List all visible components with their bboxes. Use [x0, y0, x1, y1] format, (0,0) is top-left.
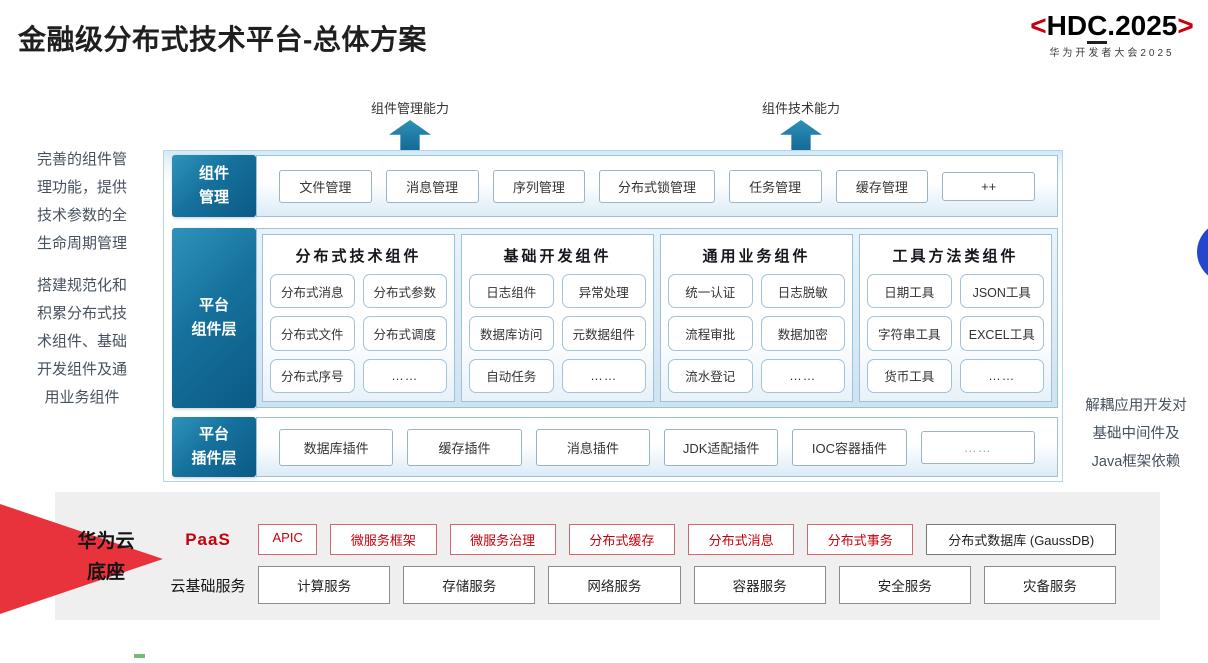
logo-text-pre: HD	[1046, 10, 1088, 41]
logo-left-bracket-icon: <	[1030, 10, 1047, 41]
plugin-box: 数据库插件	[279, 428, 394, 466]
capability-arrow-technology: 组件技术能力	[741, 98, 861, 155]
component-box: JSON工具	[959, 274, 1044, 309]
component-box: 货币工具	[867, 358, 952, 393]
platform-architecture-diagram: 组件 管理 文件管理 消息管理 序列管理 分布式锁管理 任务管理 缓存管理 ++…	[163, 150, 1063, 482]
column-header: 基础开发组件	[503, 248, 612, 265]
foundation-rows: PaaS APIC 微服务框架 微服务治理 分布式缓存 分布式消息 分布式事务 …	[158, 524, 1120, 615]
note-component-layer: 搭建规范化和 积累分布式技 术组件、基础 开发组件及通 用业务组件	[36, 277, 127, 406]
hdc-logo: <HDC.2025> 华为开发者大会2025	[1022, 10, 1202, 59]
blue-circle-decoration	[1197, 219, 1208, 285]
plugin-box: IOC容器插件	[792, 428, 907, 466]
component-box: 分布式锁管理	[599, 169, 715, 203]
row-platform-component-layer: 平台 组件层 分布式技术组件 分布式消息 分布式参数 分布式文件 分布式调度 分…	[172, 228, 1058, 408]
component-box: 数据加密	[760, 316, 845, 351]
component-box: 分布式参数	[362, 274, 447, 309]
note-component-management: 完善的组件管 理功能，提供 技术参数的全 生命周期管理	[36, 151, 127, 252]
foundation-label: 华为云 底座	[77, 531, 135, 583]
component-box: 序列管理	[492, 169, 586, 203]
capability-arrow-management: 组件管理能力	[350, 98, 470, 155]
paas-service-box: 分布式事务	[807, 524, 914, 555]
component-box: 字符串工具	[867, 316, 952, 351]
paas-items: APIC 微服务框架 微服务治理 分布式缓存 分布式消息 分布式事务 分布式数据…	[258, 524, 1116, 555]
column-utility-components: 工具方法类组件 日期工具 JSON工具 字符串工具 EXCEL工具 货币工具 ……	[859, 234, 1052, 402]
column-grid: 统一认证 日志脱敏 流程审批 数据加密 流水登记 ……	[668, 274, 845, 393]
component-box: 任务管理	[728, 169, 822, 203]
row-component-management: 组件 管理 文件管理 消息管理 序列管理 分布式锁管理 任务管理 缓存管理 ++	[172, 155, 1058, 217]
cloud-service-box: 容器服务	[693, 566, 826, 604]
cloud-service-box: 存储服务	[403, 566, 536, 604]
paas-service-box: 微服务框架	[330, 524, 437, 555]
column-distributed-tech-components: 分布式技术组件 分布式消息 分布式参数 分布式文件 分布式调度 分布式序号 ……	[262, 234, 455, 402]
paas-service-box: 分布式消息	[687, 524, 795, 555]
iaas-label: 云基础服务	[170, 577, 246, 595]
cloud-service-box: 灾备服务	[983, 566, 1117, 604]
component-box: 文件管理	[279, 169, 372, 203]
column-header: 通用业务组件	[702, 248, 811, 265]
row-label-platform-component-layer: 平台 组件层	[172, 228, 256, 408]
component-box: 日志组件	[469, 274, 554, 309]
paas-label: PaaS	[185, 529, 231, 549]
component-box: 日志脱敏	[760, 274, 845, 309]
arrow-label-technology: 组件技术能力	[761, 101, 840, 116]
paas-service-box: APIC	[258, 524, 318, 555]
component-box: 数据库访问	[469, 316, 554, 351]
note-plugin-layer: 解耦应用开发对 基础中间件及 Java框架依赖	[1085, 398, 1187, 470]
logo-text-underlined-c: C	[1087, 10, 1108, 44]
logo-text-post: .2025	[1107, 10, 1178, 41]
column-grid: 日期工具 JSON工具 字符串工具 EXCEL工具 货币工具 ……	[867, 274, 1044, 393]
row-content-platform-component-layer: 分布式技术组件 分布式消息 分布式参数 分布式文件 分布式调度 分布式序号 ………	[256, 228, 1058, 408]
component-box: 分布式文件	[270, 316, 355, 351]
logo-subtitle: 华为开发者大会2025	[1049, 48, 1175, 59]
plugin-box: 缓存插件	[407, 428, 522, 466]
column-common-business-components: 通用业务组件 统一认证 日志脱敏 流程审批 数据加密 流水登记 ……	[660, 234, 853, 402]
component-box-more: ……	[362, 358, 447, 393]
column-grid: 日志组件 异常处理 数据库访问 元数据组件 自动任务 ……	[469, 274, 646, 393]
cloud-service-box: 网络服务	[548, 566, 681, 604]
cloud-service-box: 计算服务	[258, 566, 391, 604]
column-grid: 分布式消息 分布式参数 分布式文件 分布式调度 分布式序号 ……	[270, 274, 447, 393]
paas-database-box: 分布式数据库 (GaussDB)	[926, 524, 1116, 555]
cloud-service-box: 安全服务	[838, 566, 971, 604]
row-platform-plugin-layer: 平台 插件层 数据库插件 缓存插件 消息插件 JDK适配插件 IOC容器插件 ……	[172, 417, 1058, 477]
component-box: 缓存管理	[835, 169, 929, 203]
plugin-box: JDK适配插件	[663, 428, 779, 466]
component-box-more: ……	[760, 358, 845, 393]
logo-right-bracket-icon: >	[1177, 10, 1194, 41]
row-label-component-management: 组件 管理	[172, 155, 256, 217]
column-header: 工具方法类组件	[892, 248, 1019, 265]
plugin-box-more: ……	[920, 430, 1035, 464]
row-content-platform-plugin-layer: 数据库插件 缓存插件 消息插件 JDK适配插件 IOC容器插件 ……	[256, 417, 1058, 477]
component-box: 流程审批	[668, 316, 753, 351]
component-box: 流水登记	[668, 358, 753, 393]
component-box: 分布式消息	[270, 274, 355, 309]
paas-service-box: 微服务治理	[449, 524, 556, 555]
component-box-more: ++	[942, 171, 1036, 201]
component-box: 分布式序号	[270, 358, 355, 393]
component-box: 统一认证	[668, 274, 753, 309]
component-box: 分布式调度	[362, 316, 447, 351]
component-box: EXCEL工具	[959, 316, 1044, 351]
row-content-component-management: 文件管理 消息管理 序列管理 分布式锁管理 任务管理 缓存管理 ++	[256, 155, 1058, 217]
plugin-box: 消息插件	[535, 428, 650, 466]
component-box: 消息管理	[385, 169, 479, 203]
component-box: 异常处理	[561, 274, 646, 309]
paas-service-box: 分布式缓存	[568, 524, 675, 555]
row-label-platform-plugin-layer: 平台 插件层	[172, 417, 256, 477]
page-title: 金融级分布式技术平台-总体方案	[18, 24, 427, 55]
component-box: 日期工具	[867, 274, 952, 309]
hdc-logo-wordmark: <HDC.2025>	[1022, 10, 1202, 44]
green-dash-decoration	[134, 654, 145, 658]
component-box: 自动任务	[469, 358, 554, 393]
component-box: 元数据组件	[561, 316, 646, 351]
component-box-more: ……	[959, 358, 1044, 393]
arrow-label-management: 组件管理能力	[370, 101, 449, 116]
iaas-row: 云基础服务 计算服务 存储服务 网络服务 容器服务 安全服务 灾备服务	[158, 566, 1120, 604]
column-basic-dev-components: 基础开发组件 日志组件 异常处理 数据库访问 元数据组件 自动任务 ……	[461, 234, 654, 402]
paas-row: PaaS APIC 微服务框架 微服务治理 分布式缓存 分布式消息 分布式事务 …	[158, 524, 1120, 555]
column-header: 分布式技术组件	[295, 248, 422, 265]
iaas-items: 计算服务 存储服务 网络服务 容器服务 安全服务 灾备服务	[258, 566, 1117, 604]
component-box-more: ……	[561, 358, 646, 393]
